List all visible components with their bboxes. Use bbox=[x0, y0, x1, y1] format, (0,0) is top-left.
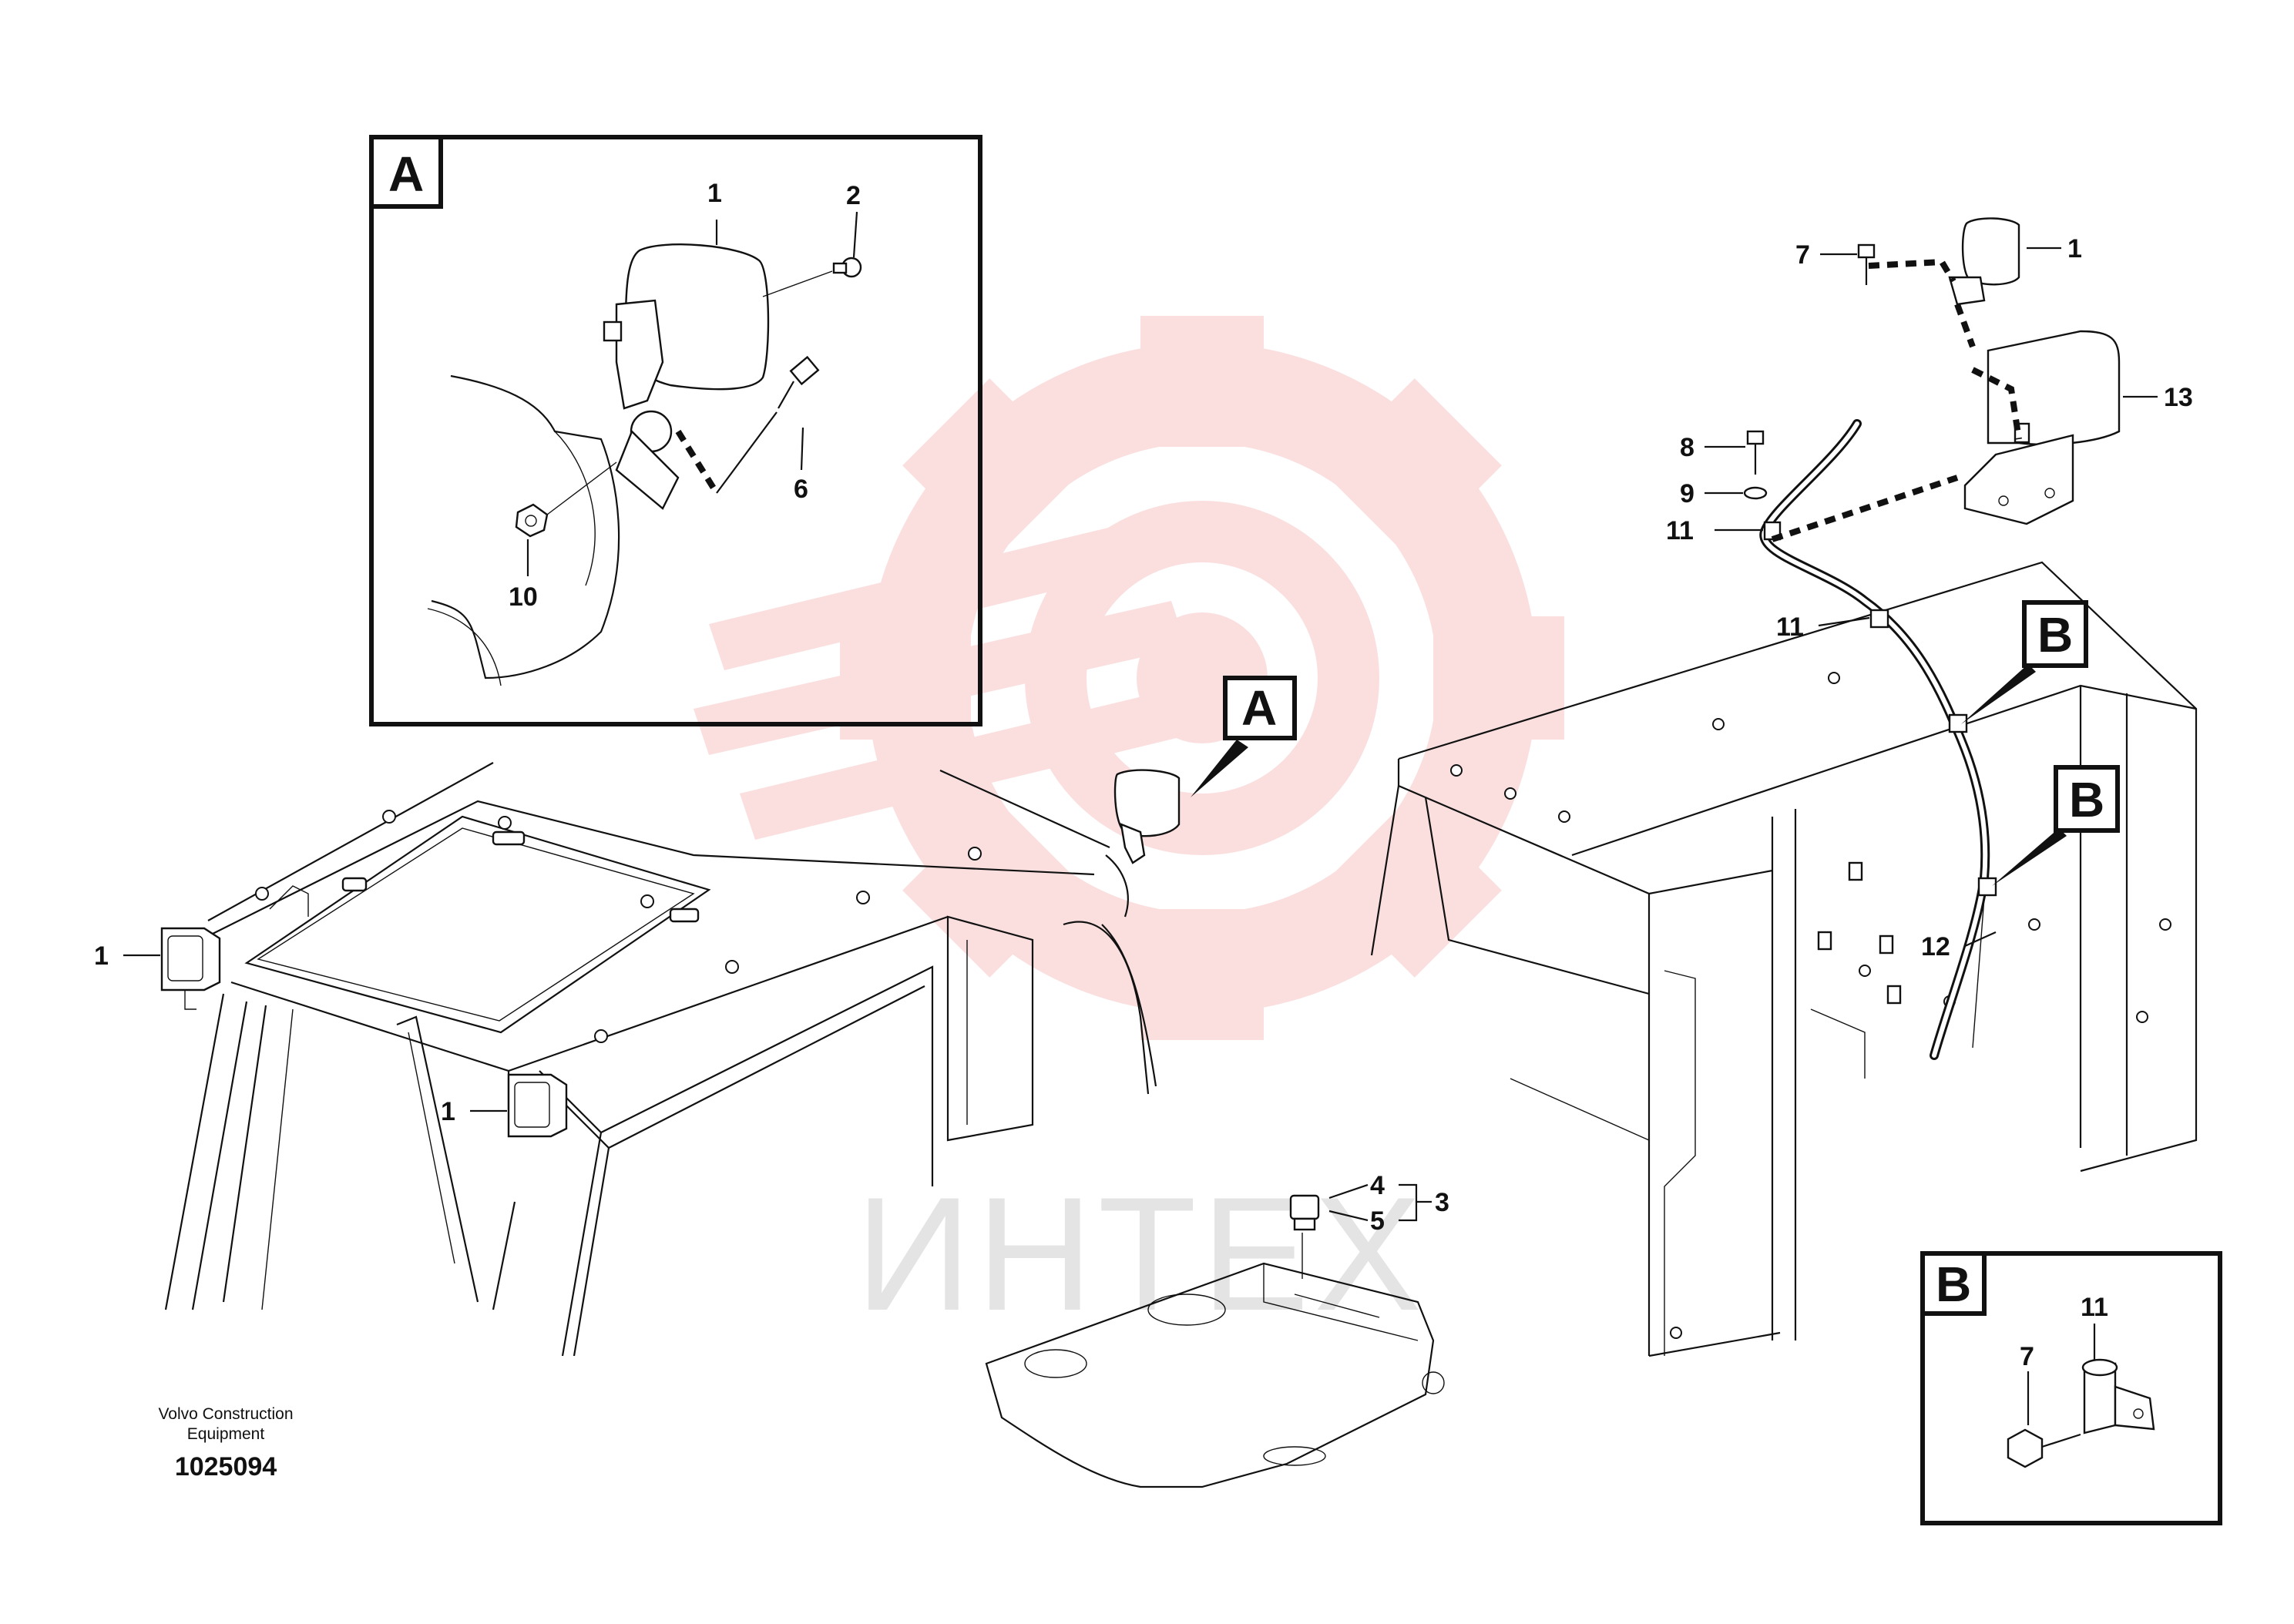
callout-1: 1 bbox=[2067, 234, 2082, 263]
nut-icon bbox=[515, 503, 549, 538]
bracket-icon bbox=[1963, 330, 2121, 525]
work-lamp-icon bbox=[160, 927, 221, 1010]
bolt-icon bbox=[716, 355, 820, 494]
detail-b-pointer: B bbox=[1992, 765, 2120, 886]
watermark-text: ИНТЕХ bbox=[855, 1163, 1426, 1344]
console-drawing: 4 5 3 bbox=[985, 1171, 1449, 1488]
svg-text:B: B bbox=[2037, 607, 2073, 663]
callout-11: 11 bbox=[2081, 1293, 2108, 1322]
pillar-mirror bbox=[1113, 769, 1181, 837]
detail-b-label: B bbox=[1936, 1257, 1971, 1312]
work-lamp-icon bbox=[507, 1073, 568, 1138]
detail-b-panel: B 11 7 bbox=[1920, 1251, 2222, 1525]
callout-1: 1 bbox=[707, 179, 722, 208]
callout-8: 8 bbox=[1680, 433, 1694, 462]
callout-11: 11 bbox=[1666, 516, 1694, 545]
detail-b-pointer: B bbox=[1961, 600, 2088, 724]
callout-2: 2 bbox=[846, 181, 861, 210]
callout-4: 4 bbox=[1370, 1171, 1385, 1200]
brand-line-2: Equipment bbox=[187, 1425, 265, 1443]
callout-6: 6 bbox=[794, 475, 808, 504]
cab-drawing: 1 1 1 bbox=[94, 762, 1181, 1357]
frame-drawing: 7 1 13 8 9 11 11 12 bbox=[1370, 217, 2198, 1357]
detail-a-pointer: A bbox=[1191, 676, 1297, 797]
detail-a-label: A bbox=[388, 146, 424, 202]
callout-11: 11 bbox=[1776, 612, 1804, 642]
svg-text:A: A bbox=[1241, 680, 1277, 736]
callout-1: 1 bbox=[94, 941, 109, 971]
beacon-lamp-icon bbox=[1948, 217, 2020, 306]
watermark-gear-logo bbox=[694, 316, 1564, 1040]
bulb-icon bbox=[832, 257, 862, 278]
callout-13: 13 bbox=[2164, 383, 2193, 412]
callout-3: 3 bbox=[1435, 1188, 1449, 1217]
switch-icon bbox=[1289, 1194, 1320, 1231]
callout-12: 12 bbox=[1921, 932, 1950, 961]
detail-a-panel: A bbox=[369, 135, 982, 726]
callout-1: 1 bbox=[441, 1097, 455, 1126]
callout-9: 9 bbox=[1680, 479, 1694, 508]
callout-10: 10 bbox=[509, 582, 538, 612]
callout-5: 5 bbox=[1370, 1206, 1385, 1236]
bolt-icon bbox=[2007, 1428, 2081, 1468]
callout-7: 7 bbox=[2020, 1342, 2034, 1371]
brand-line-1: Volvo Construction bbox=[158, 1405, 293, 1423]
drawing-number: 1025094 bbox=[175, 1452, 277, 1481]
clamp-icon bbox=[2081, 1358, 2155, 1434]
footer-brand-block: Volvo Construction Equipment 1025094 bbox=[158, 1405, 293, 1481]
svg-text:B: B bbox=[2069, 772, 2104, 827]
hose bbox=[1759, 419, 1990, 1060]
callout-7: 7 bbox=[1795, 240, 1810, 270]
